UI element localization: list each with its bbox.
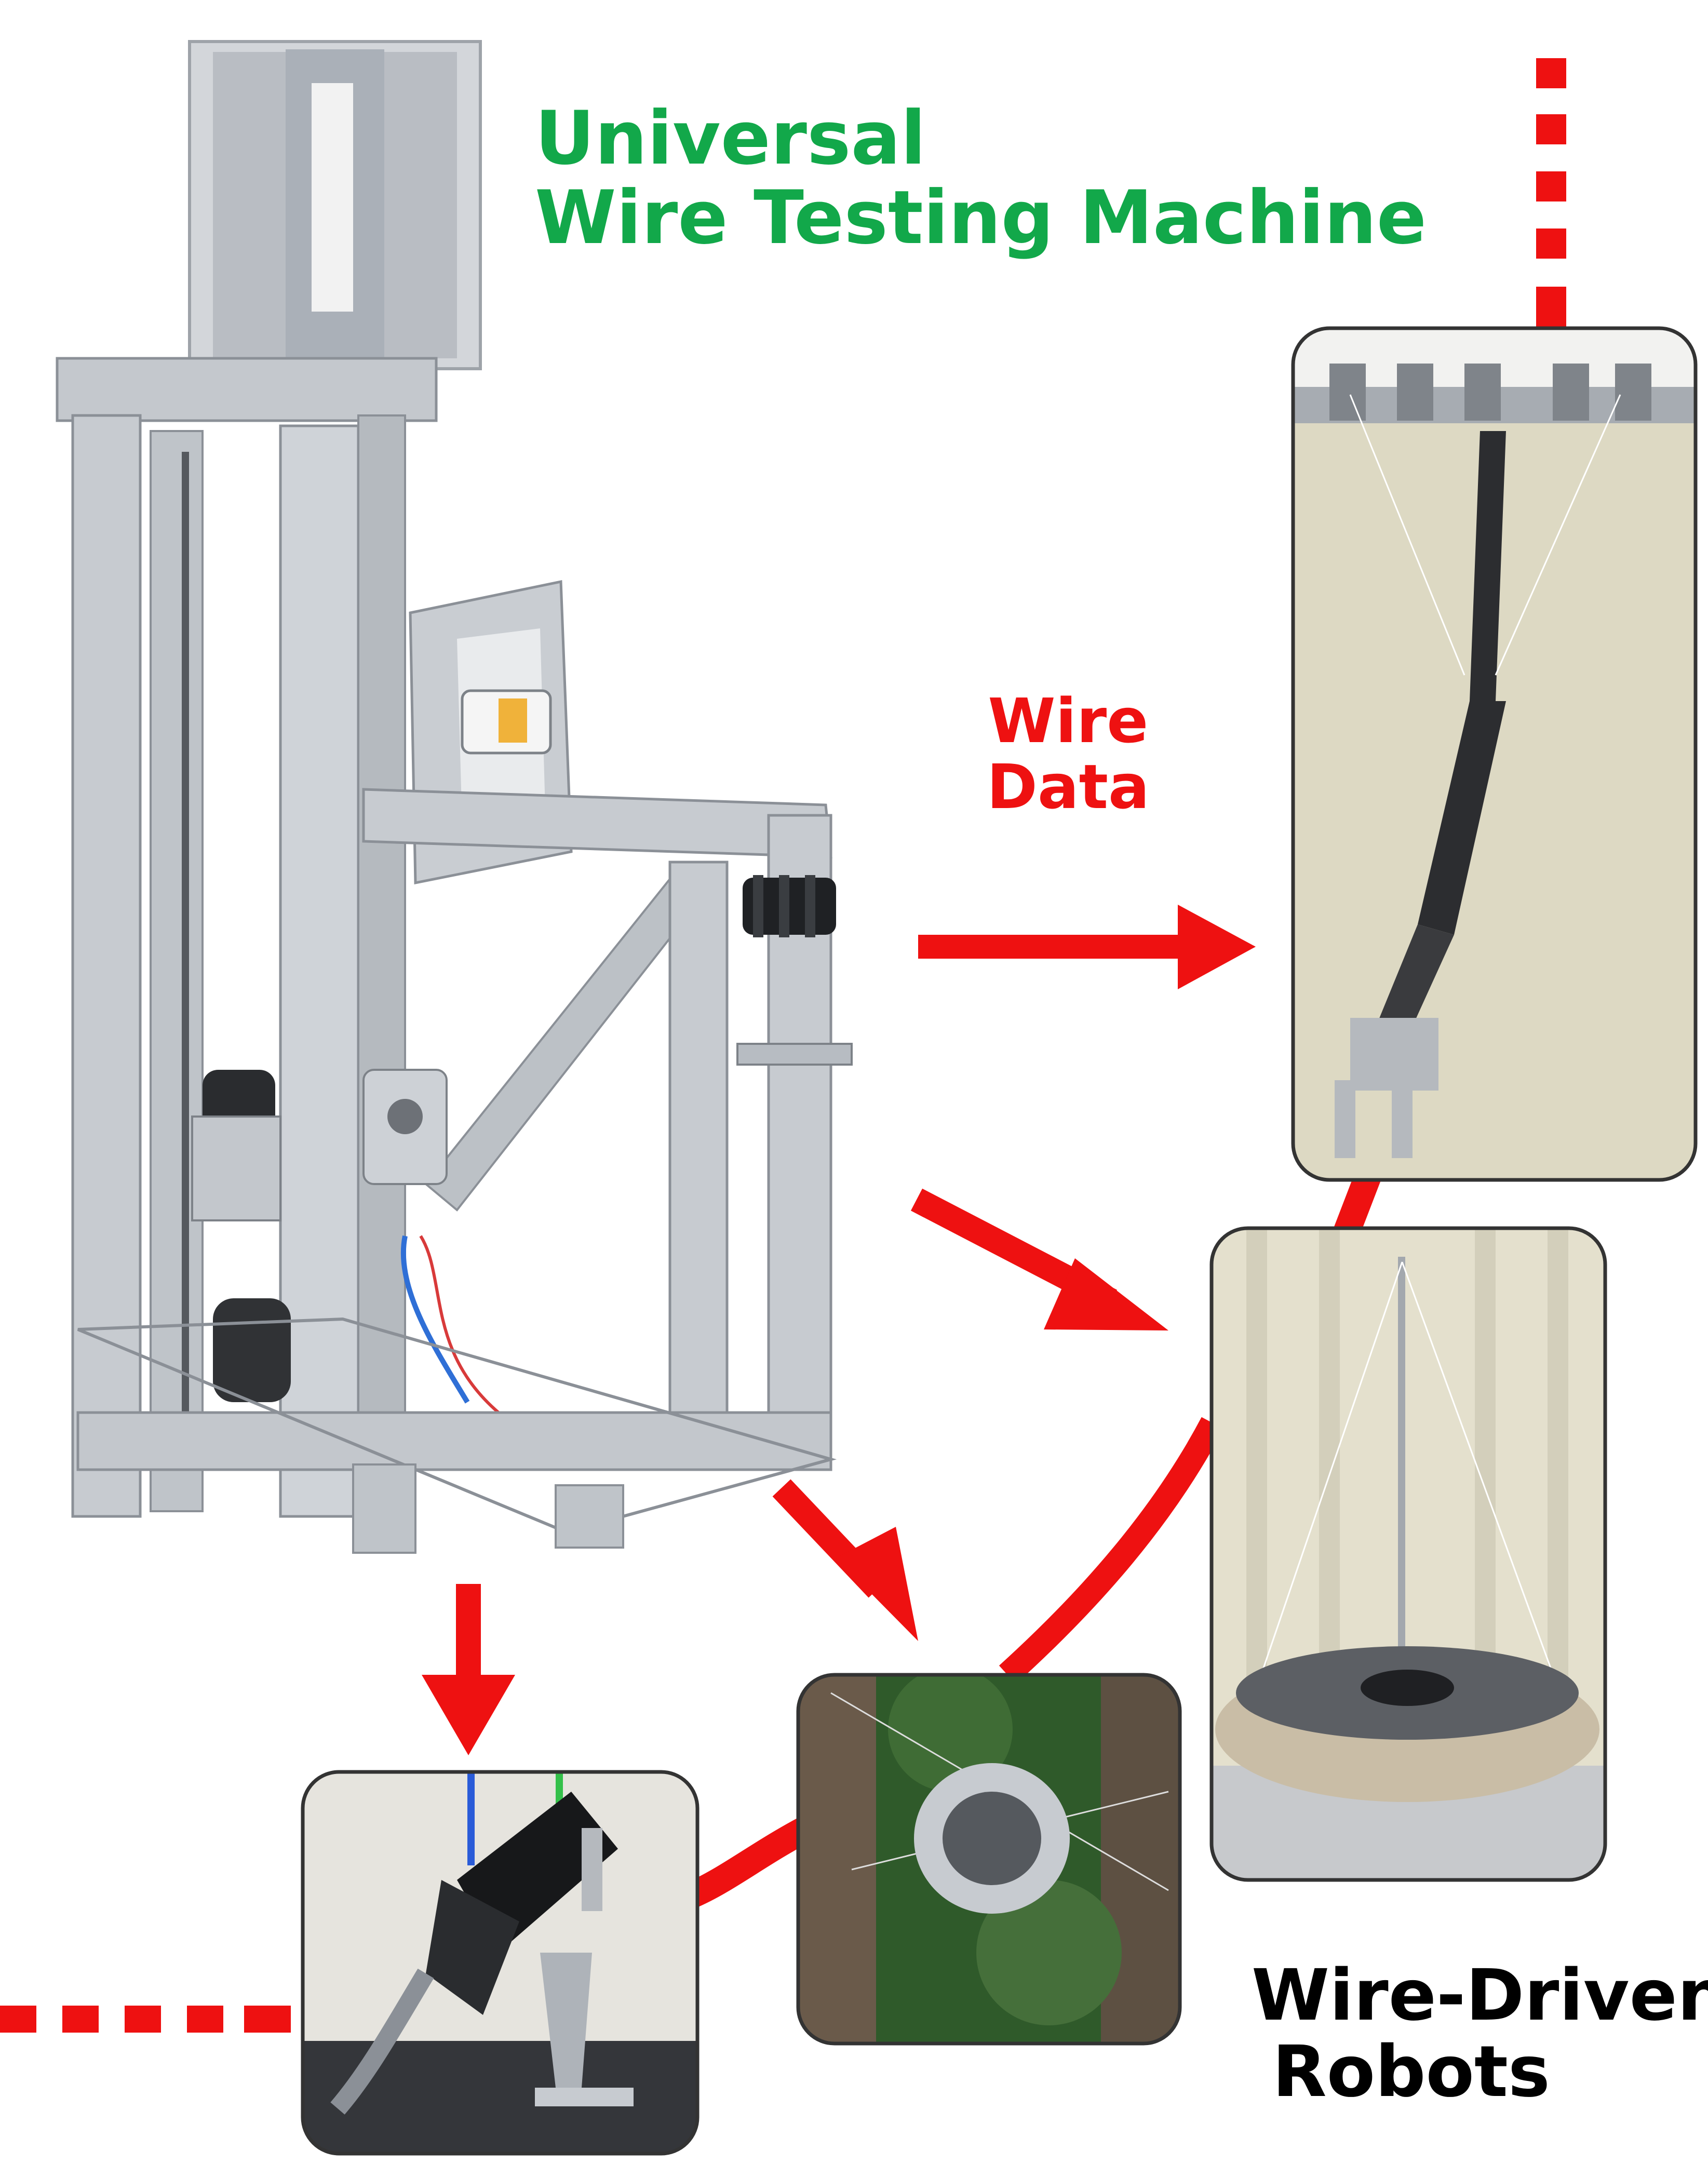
machine-title-line1: Universal xyxy=(535,96,926,181)
hanging-arm-robot-photo xyxy=(1291,326,1698,1182)
tent-base-robot-photo xyxy=(1209,1226,1607,1882)
machine-title-line2: Wire Testing Machine xyxy=(535,175,1427,261)
machine-title: Universal Wire Testing Machine xyxy=(535,99,1427,258)
connector-tent-to-sphere xyxy=(999,1417,1224,1684)
connector-sphere-to-legged xyxy=(685,1816,814,1908)
arrow-to-arm-robot xyxy=(918,905,1256,989)
arrow-to-sphere-robot xyxy=(772,1479,918,1641)
robots-label-line2: Robots xyxy=(1272,2031,1550,2113)
legged-robot-photo xyxy=(301,1770,700,2156)
bottom-dashed-connector xyxy=(0,2006,291,2033)
cable-suspended-robot-photo xyxy=(796,1673,1182,2046)
wire-data-label: Wire Data xyxy=(987,688,1150,821)
wire-data-line1: Wire xyxy=(988,685,1149,757)
top-dashed-connector xyxy=(1536,58,1566,328)
robots-label-line1: Wire-Driven xyxy=(1252,1955,1708,2037)
testing-machine-photo xyxy=(56,40,853,1554)
robots-label: Wire-Driven Robots xyxy=(1252,1958,1708,2111)
arrow-to-tent-robot xyxy=(910,1188,1168,1330)
arrow-to-legged-robot xyxy=(422,1584,515,1755)
wire-data-line2: Data xyxy=(987,751,1150,823)
